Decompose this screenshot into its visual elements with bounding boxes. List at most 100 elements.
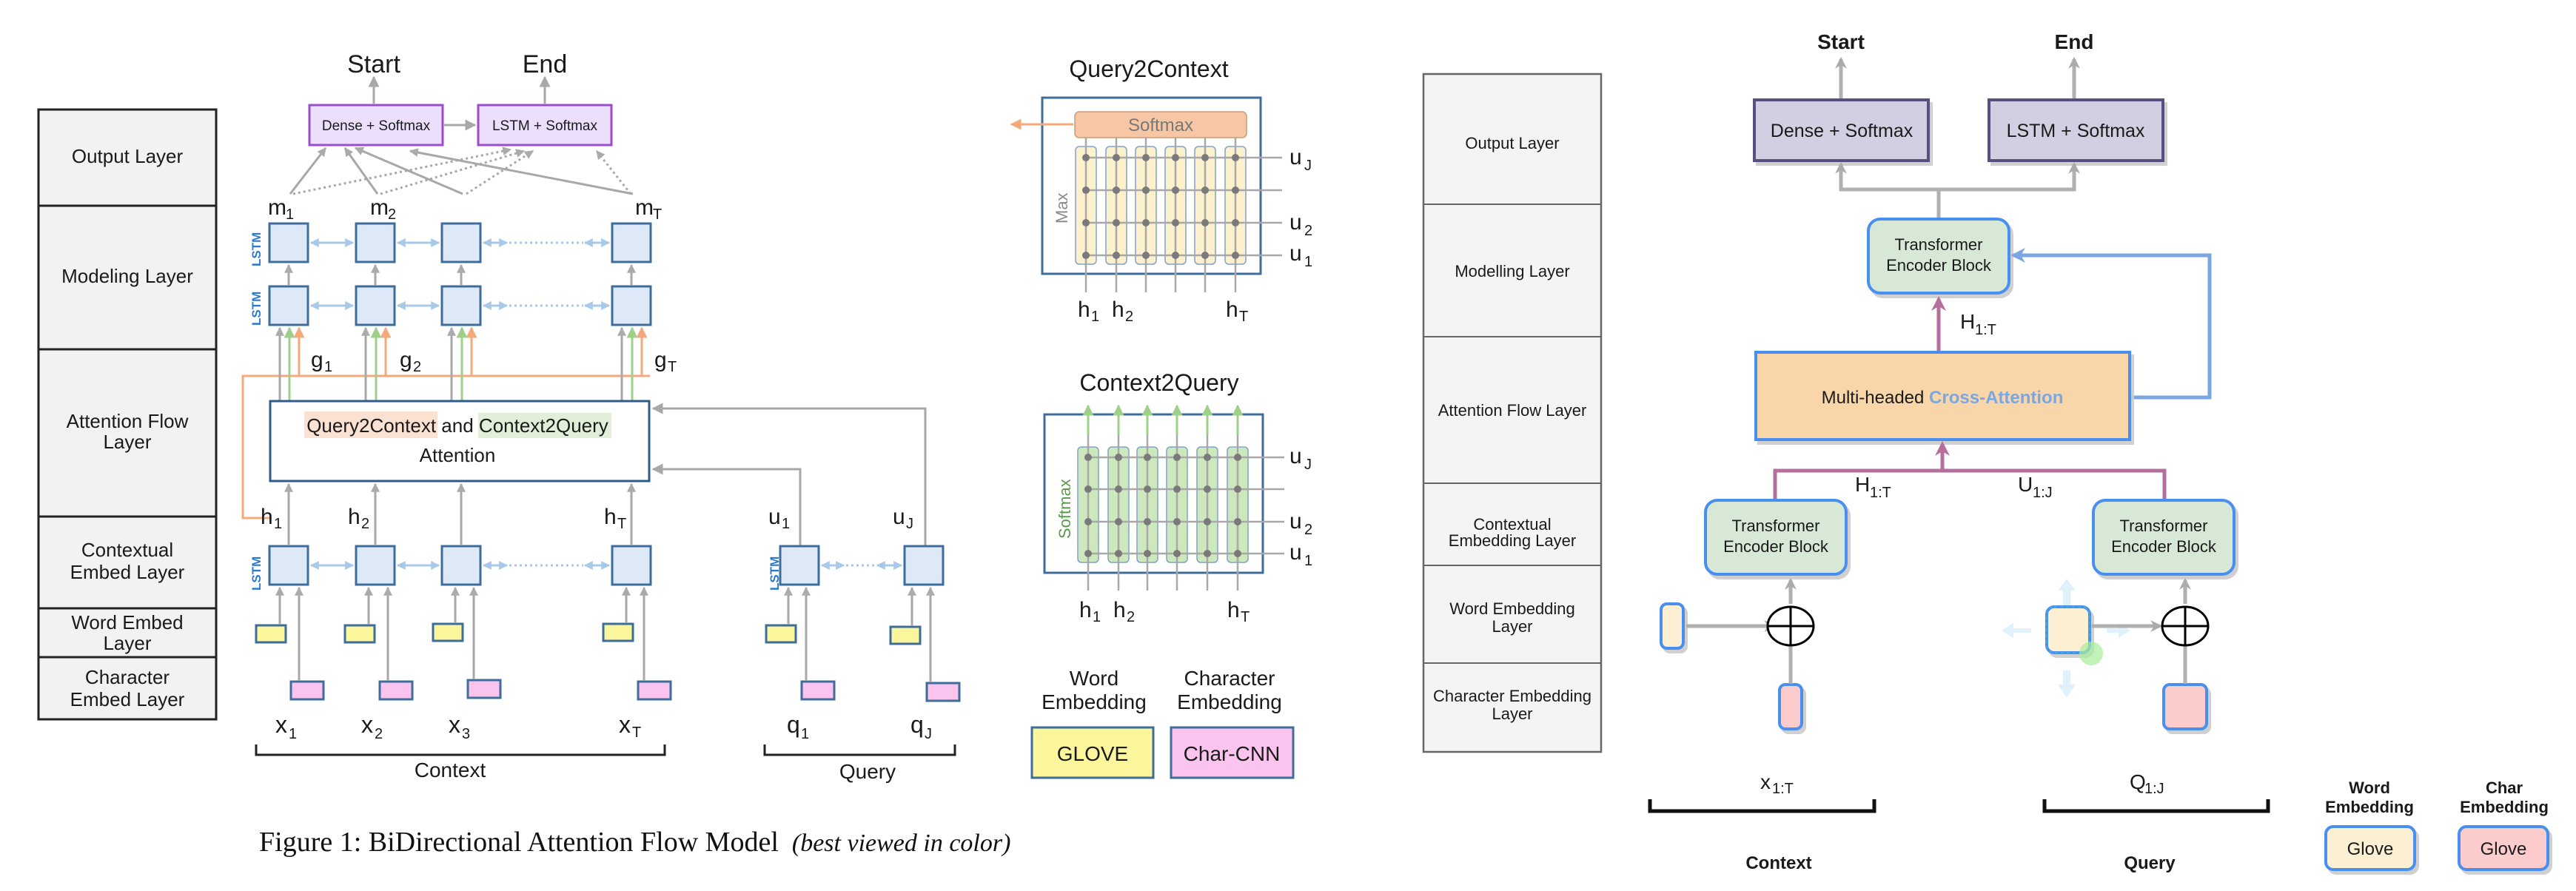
layer-label-modeling: Modeling Layer [61, 265, 193, 287]
grid-node [1173, 485, 1181, 493]
left-inputs: x 1 x 2 x 3 x T q 1 q J Context Query [255, 711, 956, 783]
gT-label: g [654, 348, 667, 372]
grid-node [1082, 219, 1090, 226]
layer-label-attention-flow-2: Layer [103, 431, 151, 453]
grid-node [1173, 518, 1181, 525]
grid-node [1144, 485, 1151, 493]
svg-text:Embedding: Embedding [2325, 798, 2414, 816]
attention-box: Query2Context and Context2Query Attentio… [269, 400, 651, 483]
grid-node [1144, 454, 1151, 461]
svg-text:1:J: 1:J [2033, 485, 2053, 501]
svg-text:1:T: 1:T [1975, 322, 1996, 338]
context-add-icon [1766, 605, 1815, 647]
grid-node [1234, 454, 1241, 461]
legend-charcnn-box [1170, 726, 1295, 779]
context2query-panel: Context2Query Softmax u J u 2 u 1 h 1 h … [1043, 369, 1312, 625]
svg-text:Dense + Softmax: Dense + Softmax [1771, 121, 1913, 141]
svg-text:Encoder Block: Encoder Block [2111, 537, 2217, 556]
right-dense-softmax-box [1753, 98, 1930, 162]
query-brace [763, 744, 956, 756]
grid-node [1115, 485, 1122, 493]
grid-node [1144, 550, 1151, 557]
grid-node [1232, 154, 1239, 161]
svg-text:1: 1 [286, 206, 294, 223]
svg-text:1: 1 [289, 726, 297, 742]
layer-label-attention-flow-1: Attention Flow [67, 410, 189, 432]
svg-text:T: T [653, 206, 662, 223]
right-inputs: x 1:T Q 1:J Context Query [1648, 770, 2270, 873]
end-label: End [523, 50, 568, 78]
grid-node [1204, 518, 1211, 525]
attention-outputs: g 1 g 2 g T [241, 326, 677, 520]
svg-text:Glove: Glove [2481, 839, 2527, 859]
m1-label: m [268, 195, 286, 220]
grid-node [1234, 485, 1241, 493]
c2q-title: Context2Query [1079, 369, 1238, 396]
svg-text:1: 1 [1304, 254, 1312, 270]
svg-text:Transformer: Transformer [2120, 517, 2208, 535]
dense-softmax-label: Dense + Softmax [322, 118, 431, 134]
c2q-h1: h [1079, 598, 1092, 622]
selection-outline [2046, 606, 2090, 653]
context-char-embedding [1778, 683, 1803, 730]
svg-text:Embedding: Embedding [2460, 798, 2549, 816]
right-layer-contextual-2: Embedding Layer [1449, 531, 1576, 550]
right-layer-attention: Attention Flow Layer [1438, 401, 1587, 420]
svg-text:Transformer: Transformer [1732, 517, 1820, 535]
right-start-label: Start [1817, 30, 1865, 53]
svg-text:1: 1 [324, 359, 332, 375]
right-layer-char-2: Layer [1492, 705, 1532, 723]
svg-text:Char: Char [2486, 779, 2523, 797]
svg-text:Glove: Glove [2347, 839, 2394, 859]
svg-text:1: 1 [1304, 553, 1312, 569]
cross-attention-label: Multi-headed Cross-Attention [1822, 388, 2064, 408]
grid-node [1113, 154, 1120, 161]
grid-node [1142, 154, 1150, 161]
layer-label-char-2: Embed Layer [70, 688, 185, 710]
right-end-label: End [2055, 30, 2094, 53]
right-layer-word-2: Layer [1492, 617, 1532, 636]
right-legend-word-box [2324, 825, 2416, 871]
right-legend: Word Embedding Char Embedding Glove Glov… [2324, 779, 2549, 871]
g1-label: g [311, 348, 323, 372]
left-output: Start End Dense + Softmax LSTM + Softmax… [268, 50, 662, 223]
caption-main: Figure 1: BiDirectional Attention Flow M… [259, 827, 1010, 858]
svg-text:2: 2 [361, 516, 369, 532]
grid-node [1082, 154, 1090, 161]
h1-label: h [261, 505, 273, 529]
right-context-encoders: Transformer Encoder Block Transformer En… [1704, 499, 2235, 576]
grid-node [1204, 550, 1211, 557]
svg-text:2: 2 [1304, 522, 1312, 538]
c2q-uJ: u [1289, 444, 1302, 468]
grid-node [1113, 219, 1120, 226]
svg-text:1: 1 [801, 726, 809, 742]
svg-text:1: 1 [274, 516, 282, 532]
grid-node [1084, 550, 1092, 557]
q2c-softmax-box [1074, 111, 1247, 138]
resize-handle[interactable] [2079, 642, 2103, 665]
g2-label: g [400, 348, 412, 372]
grid-node [1082, 252, 1090, 259]
c2q-grid [1077, 404, 1284, 591]
svg-text:3: 3 [462, 726, 470, 742]
right-query-label: Query [2124, 853, 2176, 873]
q2c-h2: h [1112, 297, 1124, 322]
grid-node [1084, 518, 1092, 525]
grid-node [1173, 550, 1181, 557]
c2q-u2: u [1289, 509, 1302, 534]
grid-node [1113, 252, 1120, 259]
q2c-u1: u [1289, 241, 1302, 266]
lstm-tag-modeling-top: LSTM [249, 232, 264, 266]
x2-label: x [361, 711, 373, 738]
svg-text:Embedding: Embedding [1177, 690, 1282, 713]
grid-node [1232, 186, 1239, 194]
svg-text:2: 2 [1125, 309, 1133, 325]
grid-node [1115, 454, 1122, 461]
right-h-mid: H [1855, 473, 1870, 496]
svg-text:T: T [632, 724, 641, 741]
xT-label: x [619, 711, 631, 738]
mT-label: m [635, 195, 654, 220]
max-label: Max [1053, 192, 1071, 223]
grid-node [1113, 186, 1120, 194]
